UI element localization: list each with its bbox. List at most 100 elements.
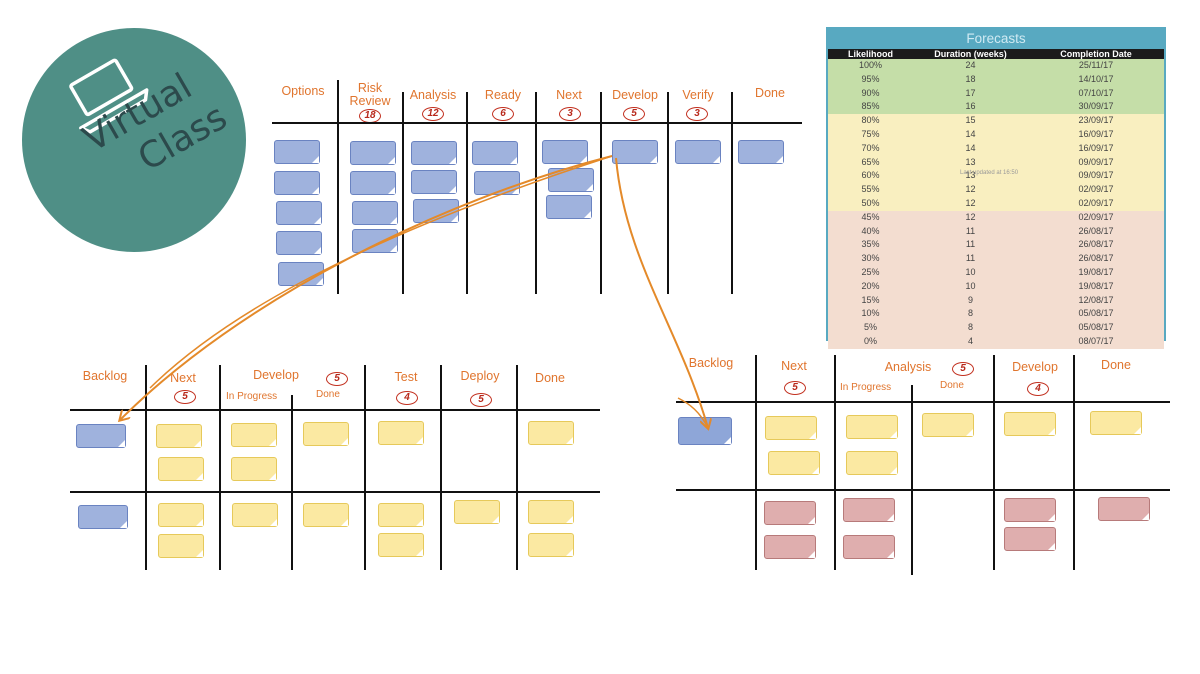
wip-limit-develop: 5 bbox=[623, 107, 645, 121]
wip-limit-next: 5 bbox=[784, 381, 806, 395]
card-ready bbox=[472, 141, 518, 165]
forecast-table: Forecasts Likelihood Duration (weeks) Co… bbox=[826, 27, 1166, 349]
card-develop bbox=[1004, 412, 1056, 436]
card-done bbox=[528, 533, 574, 557]
likelihood-cell: 50% bbox=[861, 197, 880, 208]
header-duration: Duration (weeks) bbox=[934, 49, 1007, 59]
board-header-divider bbox=[676, 401, 1170, 403]
column-header-next: Next bbox=[170, 371, 196, 385]
card-backlog bbox=[78, 505, 128, 529]
card-analysis-in-progress bbox=[846, 451, 898, 475]
column-divider bbox=[337, 80, 339, 294]
wip-limit-develop: 5 bbox=[326, 372, 348, 386]
last-updated-note: Last updated at 16:50 bbox=[960, 170, 1019, 176]
column-divider bbox=[667, 92, 669, 294]
duration-cell: 12 bbox=[965, 211, 976, 222]
wip-limit-risk-review: 18 bbox=[359, 109, 381, 123]
card-next bbox=[546, 195, 592, 219]
likelihood-cell: 75% bbox=[861, 128, 880, 139]
column-divider bbox=[993, 355, 995, 570]
wip-limit-ready: 6 bbox=[492, 107, 514, 121]
card-analysis-in-progress bbox=[843, 498, 895, 522]
arrow-to-right-board-backlog bbox=[615, 157, 708, 428]
card-ready bbox=[474, 171, 520, 195]
completion-date-cell: 16/09/17 bbox=[1078, 142, 1114, 153]
completion-date-cell: 02/09/17 bbox=[1078, 184, 1114, 195]
column-header-done: Done bbox=[1101, 358, 1131, 372]
card-next bbox=[764, 501, 816, 525]
card-risk-review bbox=[352, 229, 398, 253]
likelihood-cell: 20% bbox=[861, 280, 880, 291]
column-divider bbox=[535, 92, 537, 294]
duration-cell: 24 bbox=[965, 60, 976, 70]
card-develop-in-progress bbox=[231, 423, 277, 447]
likelihood-cell: 10% bbox=[861, 308, 880, 319]
column-divider bbox=[219, 365, 221, 570]
completion-date-cell: 05/08/17 bbox=[1078, 308, 1114, 319]
card-options bbox=[278, 262, 324, 286]
card-verify bbox=[675, 140, 721, 164]
duration-cell: 13 bbox=[965, 170, 976, 181]
card-done bbox=[738, 140, 784, 164]
card-next bbox=[768, 451, 820, 475]
column-header-verify: Verify bbox=[682, 88, 714, 102]
column-header-done: Done bbox=[755, 86, 785, 100]
completion-date-cell: 14/10/17 bbox=[1078, 73, 1114, 84]
card-risk-review bbox=[352, 201, 398, 225]
card-test bbox=[378, 533, 424, 557]
card-options bbox=[274, 140, 320, 164]
card-next bbox=[548, 168, 594, 192]
subcolumn-done: Done bbox=[316, 389, 340, 400]
wip-limit-verify: 3 bbox=[686, 107, 708, 121]
completion-date-cell: 16/09/17 bbox=[1078, 128, 1114, 139]
duration-cell: 12 bbox=[965, 197, 976, 208]
column-divider bbox=[291, 395, 293, 570]
column-divider bbox=[834, 355, 836, 570]
completion-date-cell: 02/09/17 bbox=[1078, 197, 1114, 208]
completion-date-cell: 26/08/17 bbox=[1078, 239, 1114, 250]
card-test bbox=[378, 421, 424, 445]
completion-date-cell: 19/08/17 bbox=[1078, 266, 1114, 277]
duration-cell: 18 bbox=[965, 73, 976, 84]
duration-cell: 13 bbox=[965, 156, 976, 167]
column-header-next: Next bbox=[781, 359, 807, 373]
likelihood-cell: 65% bbox=[861, 156, 880, 167]
column-divider bbox=[364, 365, 366, 570]
card-options bbox=[276, 231, 322, 255]
column-header-analysis: Analysis bbox=[884, 360, 932, 374]
column-header-next: Next bbox=[556, 88, 582, 102]
column-header-ready: Ready bbox=[484, 88, 522, 102]
column-divider bbox=[440, 365, 442, 570]
column-header-develop: Develop bbox=[253, 368, 299, 382]
column-divider bbox=[402, 92, 404, 294]
column-header-options: Options bbox=[281, 84, 325, 98]
duration-cell: 12 bbox=[965, 184, 976, 195]
card-deploy bbox=[454, 500, 500, 524]
completion-date-cell: 30/09/17 bbox=[1078, 101, 1114, 112]
duration-cell: 16 bbox=[965, 101, 976, 112]
completion-date-cell: 25/11/17 bbox=[1078, 60, 1114, 70]
wip-limit-analysis: 5 bbox=[952, 362, 974, 376]
card-analysis-done bbox=[922, 413, 974, 437]
completion-date-cell: 26/08/17 bbox=[1078, 253, 1114, 264]
column-divider bbox=[145, 365, 147, 570]
card-next bbox=[764, 535, 816, 559]
card-done bbox=[1098, 497, 1150, 521]
duration-cell: 17 bbox=[965, 87, 976, 98]
likelihood-cell: 45% bbox=[861, 211, 880, 222]
column-header-risk-review: Risk Review bbox=[349, 81, 391, 108]
likelihood-cell: 5% bbox=[863, 322, 877, 333]
completion-date-cell: 23/09/17 bbox=[1078, 115, 1114, 126]
likelihood-cell: 90% bbox=[861, 87, 880, 98]
card-next bbox=[158, 503, 204, 527]
board-header-divider bbox=[70, 409, 600, 411]
wip-limit-develop: 4 bbox=[1027, 382, 1049, 396]
